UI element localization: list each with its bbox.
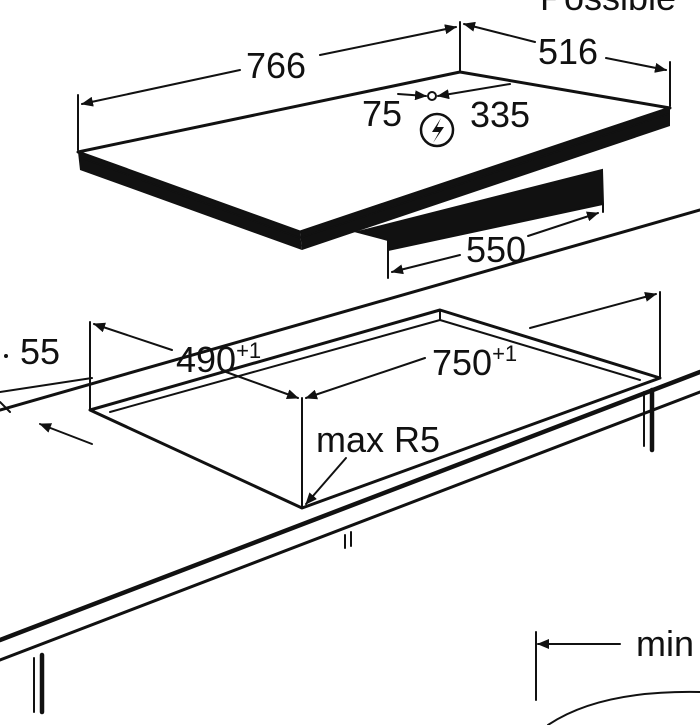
dim-550-label: 550 xyxy=(466,229,526,270)
clearance-label: min xyxy=(636,623,694,664)
top-heading-text: Possible xyxy=(540,0,676,18)
dim-750-line-right xyxy=(529,292,657,329)
dim-75-label: 75 xyxy=(362,93,402,134)
dim-335-label: 335 xyxy=(470,94,530,135)
dim-750-line-left xyxy=(305,357,426,400)
dim-766-label: 766 xyxy=(246,45,306,86)
electrical-hazard-icon xyxy=(419,112,455,148)
clearance-indicator: min xyxy=(535,623,700,725)
dim-490-line-right xyxy=(225,371,299,399)
dim-750-label: 750+1 xyxy=(432,341,517,383)
dim-550-line-right xyxy=(527,211,599,237)
hob-body xyxy=(76,70,672,252)
corner-radius-arrow xyxy=(305,457,347,505)
dim-490-line-left xyxy=(93,322,173,351)
dim-516-line-right xyxy=(605,57,667,73)
dim-490-label: 490+1 xyxy=(176,338,261,380)
worktop xyxy=(0,208,700,715)
dim-516-line-left xyxy=(463,21,536,43)
dim-550-line-left xyxy=(391,254,461,275)
dim-766-line-right xyxy=(319,24,457,56)
dim-75-arrow xyxy=(397,90,427,101)
hob-glass-edge-front xyxy=(78,152,302,250)
corner-radius-label: max R5 xyxy=(316,419,440,460)
dim-766-line-left xyxy=(81,69,241,107)
hob-glass-edge-side xyxy=(300,108,670,250)
dim-516-label: 516 xyxy=(538,31,598,72)
dim-335-arrow xyxy=(437,83,511,100)
edge-offset-label: 55 xyxy=(20,331,60,372)
connection-point xyxy=(427,91,437,101)
hob-bottom-box xyxy=(354,168,605,252)
edge-offset-arrow xyxy=(39,423,93,445)
